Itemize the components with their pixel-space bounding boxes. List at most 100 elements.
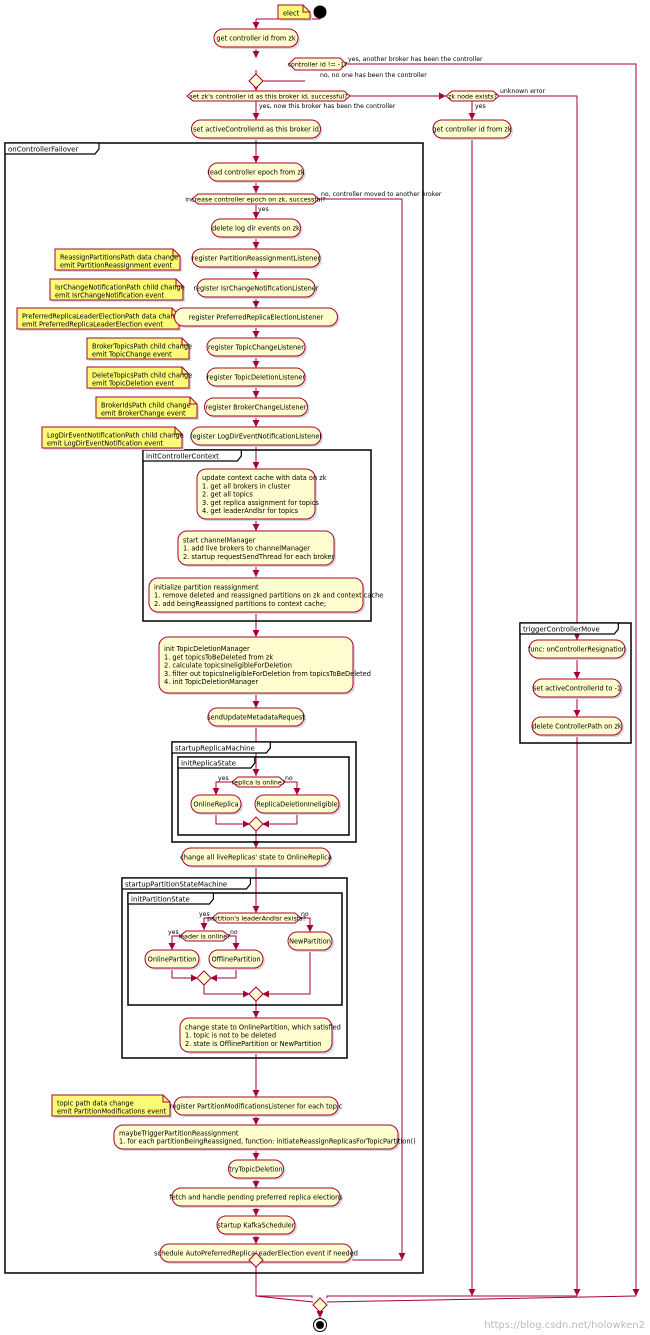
decision-leader-exists-shape <box>211 912 302 924</box>
activity-reg-broker-change-text: register BrokerChangeListener <box>206 404 307 412</box>
flow-9-arrowhead <box>252 701 260 708</box>
note-broker-topics-fold <box>181 338 189 346</box>
activity-reg-modifications-text: register PartitionModificationsListener … <box>170 1103 343 1111</box>
flow-tm-3-arrowhead <box>573 1289 581 1296</box>
note-elect: elect <box>277 4 312 21</box>
flow-reg-1-arrowhead <box>252 272 260 279</box>
flow-15-arrowhead <box>252 1118 260 1125</box>
note-topic-path-text: topic path data change <box>57 1100 134 1108</box>
flow-12-arrowhead <box>252 906 260 913</box>
activity-delete-path-box <box>531 716 623 736</box>
activity-read-epoch-text: read controller epoch from zk <box>207 169 305 177</box>
activity-init-reassign-text: initialize partition reassignment <box>154 583 259 591</box>
flow-on-no-arrowhead <box>232 943 240 950</box>
note-delete-topics-text: DeleteTopicsPath child change <box>92 372 192 380</box>
activity-read-epoch-box <box>208 162 304 182</box>
activity-set-minus-box <box>532 678 622 698</box>
merge-replica <box>248 816 264 832</box>
activity-set-active-id-text: set activeControllerId as this broker id <box>193 126 319 134</box>
activity-reg-topic-deletion-box <box>206 367 306 387</box>
activity-change-replicas-box <box>181 847 331 867</box>
activity-new-partition-box <box>287 931 333 951</box>
activity-maybe-trigger-text: 1. for each partitionBeingReassigned, fu… <box>119 1138 416 1146</box>
flow-on-l <box>171 968 198 979</box>
group-init-partition-state-title: initPartitionState <box>131 896 190 904</box>
label-moved: no, controller moved to another broker <box>321 191 442 198</box>
note-reassign-box <box>54 248 181 271</box>
flow-merge1-arrowhead <box>243 990 250 998</box>
activity-replica-ineligible-text: ReplicaDeletionIneligible <box>256 801 337 809</box>
activity-delete-path: delete ControllerPath on zk <box>531 716 624 737</box>
activity-init-reassign-box <box>148 577 364 613</box>
activity-update-cache-text: 3. get replica assignment for topics <box>202 499 319 507</box>
note-log-dir-text: emit LogDirEventNotification event <box>47 440 163 448</box>
activity-startup-scheduler-text: startup KafkaScheduler <box>217 1222 294 1230</box>
decision-leader-online-text: leader is online? <box>178 932 230 940</box>
decision-set-zk: set zk's controller id as this broker id… <box>186 90 351 102</box>
activity-delete-log-dir-box <box>211 218 301 238</box>
flow-7-arrowhead <box>252 570 260 577</box>
note-elect-fold <box>302 5 310 13</box>
activity-reg-isr-box <box>196 278 316 298</box>
flow-merge1 <box>203 985 250 995</box>
flow-4-arrowhead <box>252 212 260 219</box>
merge-partition-shape <box>248 986 264 1002</box>
flow-lead-yes-arrowhead <box>200 923 208 930</box>
activity-reg-topic-change-text: register TopicChangeListener <box>208 344 304 352</box>
note-log-dir-box <box>41 426 183 449</box>
activity-reg-log-dir-box <box>190 426 322 446</box>
activity-init-reassign-text: 2. add beingReassigned partitions to con… <box>154 600 326 608</box>
activity-delete-path-text: delete ControllerPath on zk <box>532 723 622 731</box>
merge-partition <box>248 986 264 1002</box>
flow-moved-arrowhead <box>398 1253 406 1260</box>
activity-change-state-text: 2. state is OfflinePartition or NewParti… <box>185 1040 321 1048</box>
note-isr-fold <box>175 279 183 287</box>
end-dot <box>316 1321 324 1329</box>
group-on-controller-failover-frame <box>4 142 424 1274</box>
activity-update-cache-text: update context cache with data on zk <box>202 474 327 482</box>
note-broker-ids-text: emit BrokerChange event <box>101 410 186 418</box>
activity-update-cache: update context cache with data on zk1. g… <box>196 468 327 521</box>
decision-node-exists: zk node exists? <box>445 90 500 102</box>
flow-19-arrowhead <box>252 1237 260 1244</box>
note-broker-ids-box <box>95 396 198 419</box>
group-init-partition-state: initPartitionState <box>127 892 343 1006</box>
merge-replica-shape <box>248 816 264 832</box>
flow-1-arrowhead <box>252 51 260 58</box>
activity-delete-log-dir-text: delete log dir events on zk <box>212 225 300 233</box>
final-merge <box>312 1297 328 1313</box>
flow-rep-yes-arrowhead <box>212 788 220 795</box>
label-leader-no: no <box>301 911 309 918</box>
flow-moved <box>319 198 403 1260</box>
merge-unknown-shape <box>248 73 264 89</box>
activity-change-state: change state to OnlinePartition, which s… <box>179 1017 341 1054</box>
activity-init-deletion-text: 3. filter out topicsIneligibleForDeletio… <box>164 670 371 678</box>
flow-3-arrowhead <box>252 186 260 193</box>
activity-start-channel-text: 1. add live brokers to channelManager <box>183 545 310 553</box>
partition-groups: onControllerFailoverinitControllerContex… <box>4 142 632 1274</box>
note-delete-topics-box <box>86 366 190 389</box>
label-no-one: no, no one has been the controller <box>320 72 427 79</box>
activity-change-state-text: change state to OnlinePartition, which s… <box>185 1023 341 1031</box>
flow-set-fail-arrowhead <box>439 92 446 100</box>
note-preferred-text: PreferredReplicaLeaderElectionPath data … <box>22 313 183 321</box>
activity-new-partition: NewPartition <box>287 931 334 952</box>
note-preferred: PreferredReplicaLeaderElectionPath data … <box>16 307 183 331</box>
decision-node-exists-shape <box>445 90 500 102</box>
activity-try-deletion-text: tryTopicDeletion <box>229 1166 282 1174</box>
activity-change-replicas: change all liveReplicas' state to Online… <box>180 847 332 868</box>
activity-get-controller-id: get controller id from zk <box>213 28 300 49</box>
flow-end-arrowhead <box>316 1311 324 1318</box>
flow-2-arrowhead <box>252 156 260 163</box>
activity-reg-broker-change: register BrokerChangeListener <box>204 397 310 418</box>
activity-set-active-id-box <box>191 119 321 139</box>
note-log-dir-text: LogDirEventNotificationPath child change <box>47 432 184 440</box>
